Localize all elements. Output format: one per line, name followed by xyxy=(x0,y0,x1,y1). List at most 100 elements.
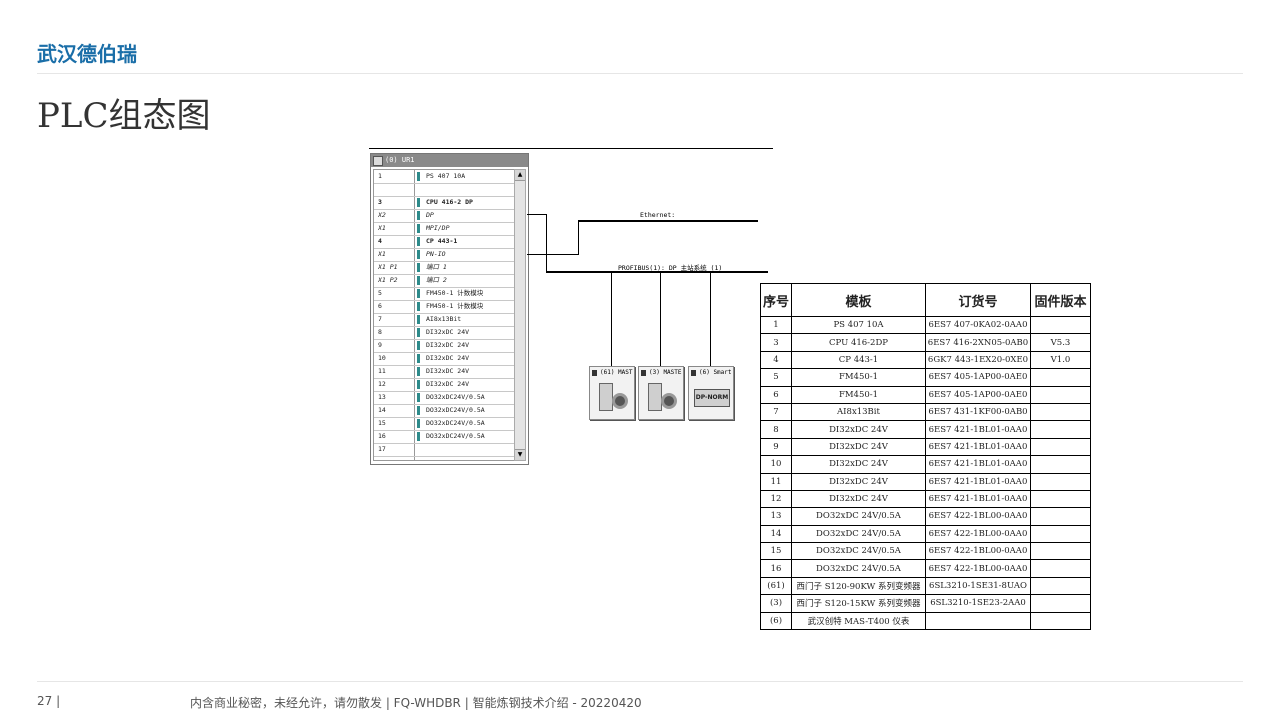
cell-firmware xyxy=(1030,402,1091,422)
cell-module: DI32xDC 24V xyxy=(791,472,926,491)
profibus-drop-3 xyxy=(710,273,711,367)
module-name: 端口 1 xyxy=(426,263,447,271)
device-3-maste[interactable]: (3) MASTE xyxy=(638,366,684,420)
rack-slot-row[interactable]: 10 DI32xDC 24V xyxy=(374,352,514,366)
cell-firmware xyxy=(1030,594,1091,613)
rack-link-horizontal-2 xyxy=(527,254,578,255)
module-name: DP xyxy=(426,211,434,219)
device-status-icon xyxy=(592,370,597,376)
slot-number: X1 P2 xyxy=(378,276,398,284)
rack-scrollbar[interactable]: ▲ ▼ xyxy=(514,169,526,461)
cell-module: 武汉创特 MAS-T400 仪表 xyxy=(791,611,926,631)
rack-title: (0) UR1 xyxy=(385,156,415,164)
cell-firmware xyxy=(1030,420,1091,439)
page-title: PLC组态图 xyxy=(37,96,211,136)
module-name: DI32xDC 24V xyxy=(426,354,470,362)
slot-number: 10 xyxy=(378,354,386,362)
module-name: FM450-1 计数模块 xyxy=(426,302,484,310)
page-number: 27 | xyxy=(37,694,61,708)
slot-number: 15 xyxy=(378,419,386,427)
rack-slot-row[interactable]: 17 xyxy=(374,443,514,457)
cell-firmware xyxy=(1030,524,1091,544)
motor-icon xyxy=(661,393,677,409)
scroll-up-icon[interactable]: ▲ xyxy=(515,170,525,181)
slot-number: 6 xyxy=(378,302,382,310)
rack-slot-row[interactable] xyxy=(374,183,514,197)
cell-firmware xyxy=(1030,489,1091,509)
cell-seq: 3 xyxy=(760,333,792,352)
dp-norm-icon: DP-NORM xyxy=(694,389,730,407)
module-icon xyxy=(417,432,420,441)
module-icon xyxy=(417,380,420,389)
cell-module: DI32xDC 24V xyxy=(791,420,926,439)
ethernet-riser xyxy=(578,221,579,255)
cell-firmware xyxy=(1030,576,1091,596)
slot-number: 12 xyxy=(378,380,386,388)
rack-slot-row[interactable]: 11 DI32xDC 24V xyxy=(374,365,514,379)
cell-module: AI8x13Bit xyxy=(791,402,926,422)
device-status-icon xyxy=(641,370,646,376)
module-name: FM450-1 计数模块 xyxy=(426,289,484,297)
rack-slot-row[interactable]: 6 FM450-1 计数模块 xyxy=(374,300,514,314)
profibus-drop-1 xyxy=(611,273,612,367)
cell-module: DI32xDC 24V xyxy=(791,489,926,509)
module-name: DO32xDC24V/0.5A xyxy=(426,406,485,414)
slot-number: 7 xyxy=(378,315,382,323)
cell-module: DI32xDC 24V xyxy=(791,437,926,457)
slot-number: 3 xyxy=(378,198,382,206)
diagram-top-rule xyxy=(369,148,773,149)
table-header-row: 序号 模板 订货号 固件版本 xyxy=(760,283,1091,317)
slot-number: 17 xyxy=(378,445,386,453)
cell-module: FM450-1 xyxy=(791,368,926,387)
module-icon xyxy=(417,419,420,428)
device-6-smart[interactable]: (6) Smart DP-NORM xyxy=(688,366,734,420)
cell-firmware xyxy=(1030,542,1091,561)
module-icon xyxy=(417,263,420,272)
module-name: DI32xDC 24V xyxy=(426,380,470,388)
module-icon xyxy=(417,393,420,402)
cell-module: DI32xDC 24V xyxy=(791,455,926,474)
module-icon xyxy=(417,367,420,376)
rack-title-bar[interactable]: (0) UR1 xyxy=(371,154,528,167)
rack-slot-row[interactable]: 12 DI32xDC 24V xyxy=(374,378,514,392)
device-61-mast[interactable]: (61) MAST xyxy=(589,366,635,420)
module-name: DI32xDC 24V xyxy=(426,367,470,375)
module-icon xyxy=(417,224,420,233)
scroll-down-icon[interactable]: ▼ xyxy=(515,449,525,460)
slot-number: 1 xyxy=(378,172,382,180)
cell-order-no: 6ES7 405-1AP00-0AE0 xyxy=(925,368,1031,387)
cell-firmware xyxy=(1030,437,1091,457)
slot-number: 11 xyxy=(378,367,386,375)
cell-firmware xyxy=(1030,611,1091,631)
drive-icon xyxy=(648,383,662,411)
header-order-no: 订货号 xyxy=(925,283,1031,317)
